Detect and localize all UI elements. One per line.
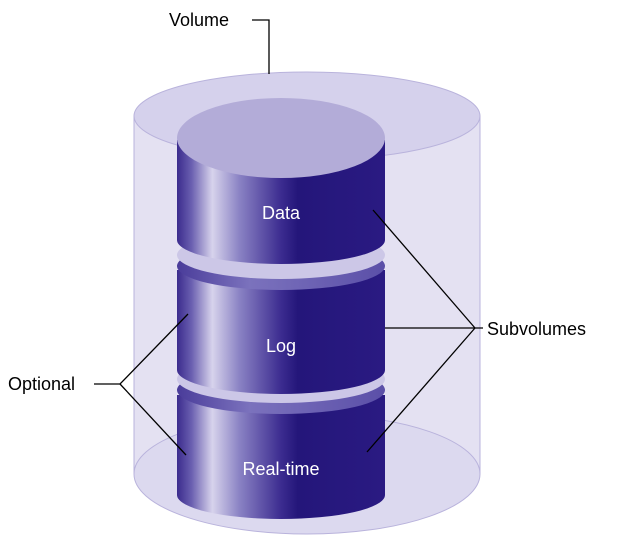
subvolume-label-log: Log	[266, 336, 296, 356]
optional-label: Optional	[8, 374, 75, 394]
subvolume-label-realtime: Real-time	[242, 459, 319, 479]
subvolume-label-data: Data	[262, 203, 301, 223]
subvolumes-leader-data	[372, 209, 476, 329]
volume-leader-line	[252, 19, 270, 74]
subvolumes-label: Subvolumes	[487, 319, 586, 339]
volume-label: Volume	[169, 10, 229, 30]
subvolumes-leader-realtime	[366, 327, 476, 453]
subvolume-data-top	[177, 98, 385, 178]
optional-leader-realtime	[119, 383, 187, 456]
subvolume-data: Data	[177, 98, 385, 264]
